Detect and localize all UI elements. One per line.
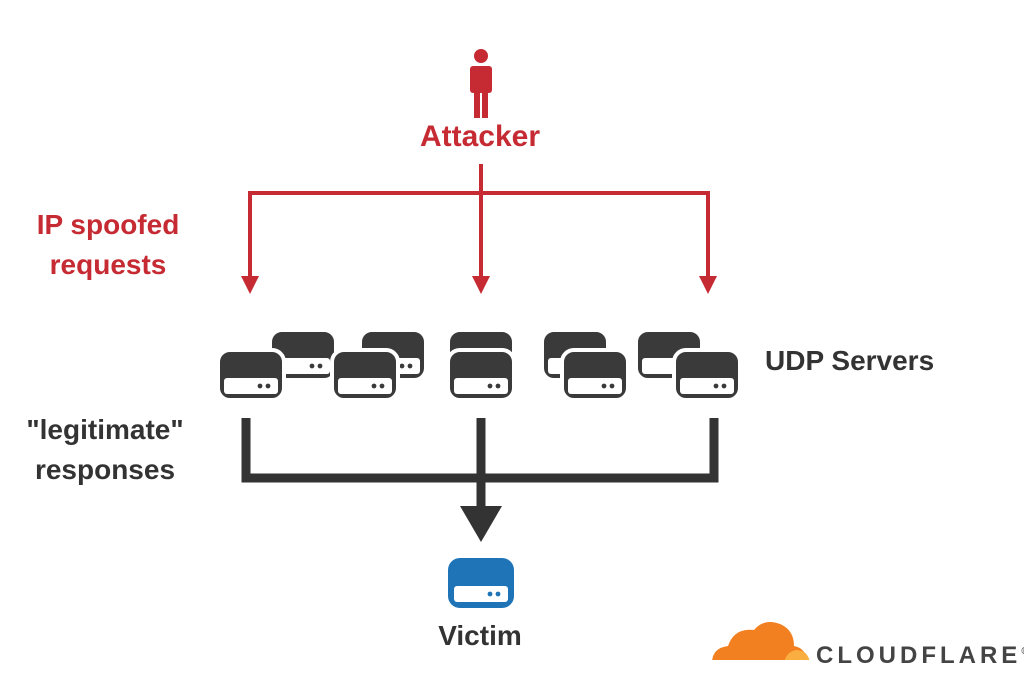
server-cluster-middle	[446, 328, 516, 402]
person-icon	[470, 49, 492, 118]
brand-name: CLOUDFLARE	[816, 642, 1022, 669]
arrowheads-red	[241, 276, 717, 294]
udp-servers-label: UDP Servers	[765, 345, 935, 376]
victim-label: Victim	[438, 620, 522, 651]
arrowhead-victim	[460, 506, 502, 542]
spoofed-line-1: IP spoofed	[36, 209, 180, 240]
legitimate-responses-label: "legitimate" responses	[10, 410, 200, 490]
brand-mark: ®	[1021, 646, 1024, 657]
server-cluster-left	[216, 328, 428, 402]
server-cluster-right	[540, 328, 742, 402]
attacker-label: Attacker	[419, 120, 541, 153]
legit-line-1: "legitimate"	[26, 414, 184, 445]
spoofed-line-2: requests	[49, 249, 167, 280]
victim-server-icon	[448, 558, 514, 608]
cloud-icon	[712, 622, 810, 664]
response-arrows	[241, 418, 719, 510]
cloudflare-wordmark: CLOUDFLARE®	[816, 642, 1024, 670]
legit-line-2: responses	[34, 454, 176, 485]
spoofed-request-arrows	[248, 164, 710, 278]
spoofed-requests-label: IP spoofed requests	[28, 205, 188, 285]
